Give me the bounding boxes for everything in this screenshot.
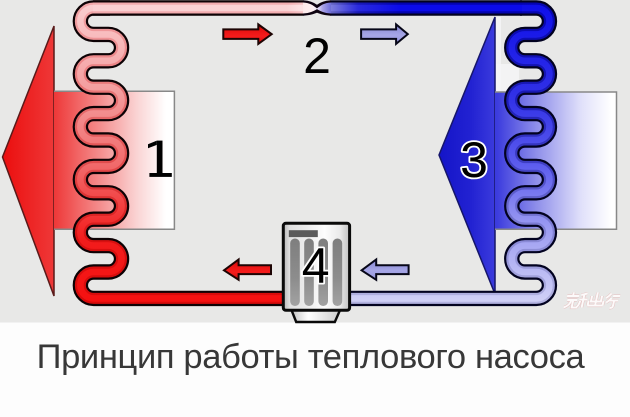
svg-text:4: 4	[302, 238, 330, 294]
svg-text:Принцип работы теплового насос: Принцип работы теплового насоса	[37, 338, 586, 376]
svg-text:2: 2	[303, 28, 331, 84]
svg-text:3: 3	[460, 132, 488, 188]
